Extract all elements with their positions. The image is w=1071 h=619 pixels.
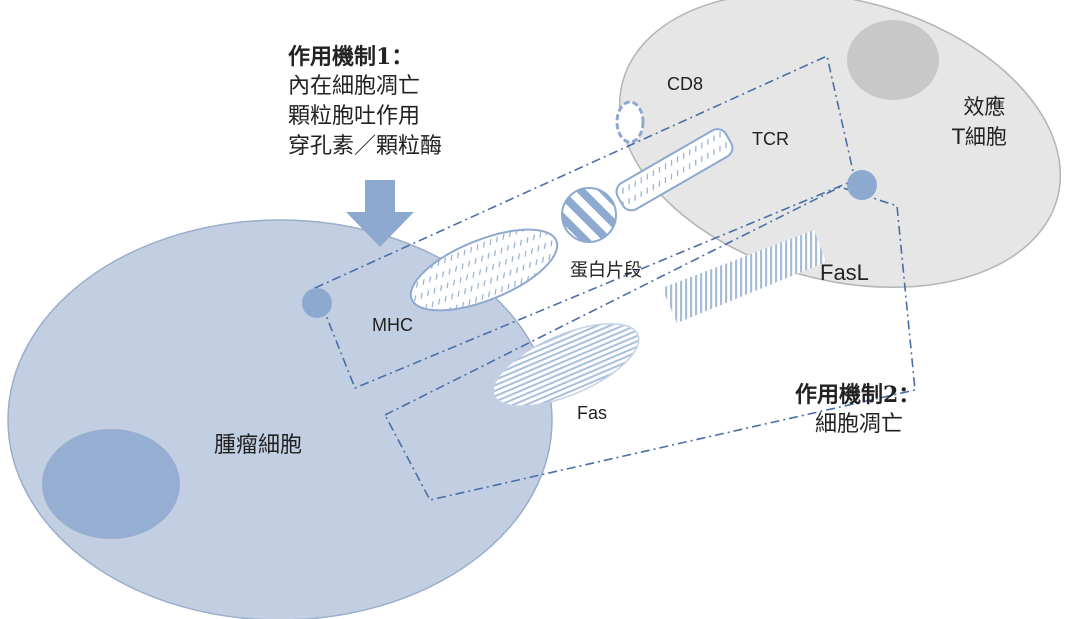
tcell-label-line2: T細胞	[952, 125, 1007, 149]
mhc-label: MHC	[372, 315, 413, 335]
peptide-label: 蛋白片段	[570, 260, 642, 281]
peptide-fragment	[561, 187, 617, 243]
cd8-molecule	[615, 100, 645, 144]
mechanism2-line: 細胞凋亡	[815, 412, 904, 437]
tumor-cell-label: 腫瘤細胞	[214, 433, 303, 458]
tumor-granule-dot	[302, 288, 332, 318]
tcr-molecule	[615, 128, 734, 212]
tcr-label: TCR	[752, 129, 789, 149]
mechanism1-line: 穿孔素／顆粒酶	[288, 134, 443, 159]
fasl-label: FasL	[820, 260, 869, 285]
mechanism2-title: 作用機制2：	[795, 382, 921, 408]
tcell-granule-dot	[847, 170, 877, 200]
mechanism2-label: 作用機制2： 細胞凋亡	[795, 380, 920, 440]
tcell-label-line1: 效應	[963, 95, 1006, 119]
tumor-cell-nucleus	[42, 429, 180, 539]
mhc-molecule	[409, 228, 559, 312]
mechanism1-label: 作用機制1： 內在細胞凋亡 顆粒胞吐作用 穿孔素／顆粒酶	[288, 42, 442, 162]
fas-molecule	[492, 323, 640, 407]
mechanism2-box	[383, 186, 916, 501]
down-arrow-icon	[346, 180, 414, 247]
fasl-molecule	[662, 230, 826, 323]
tcell-label: 效應 T細胞	[952, 92, 1007, 152]
t-cell	[618, 0, 1062, 288]
fas-label: Fas	[577, 403, 608, 423]
mechanism1-line: 顆粒胞吐作用	[288, 104, 421, 129]
t-cell-nucleus	[847, 20, 939, 100]
mechanism1-line: 內在細胞凋亡	[288, 74, 421, 99]
mechanism1-title: 作用機制1：	[288, 44, 414, 70]
cd8-label: CD8	[667, 74, 704, 94]
